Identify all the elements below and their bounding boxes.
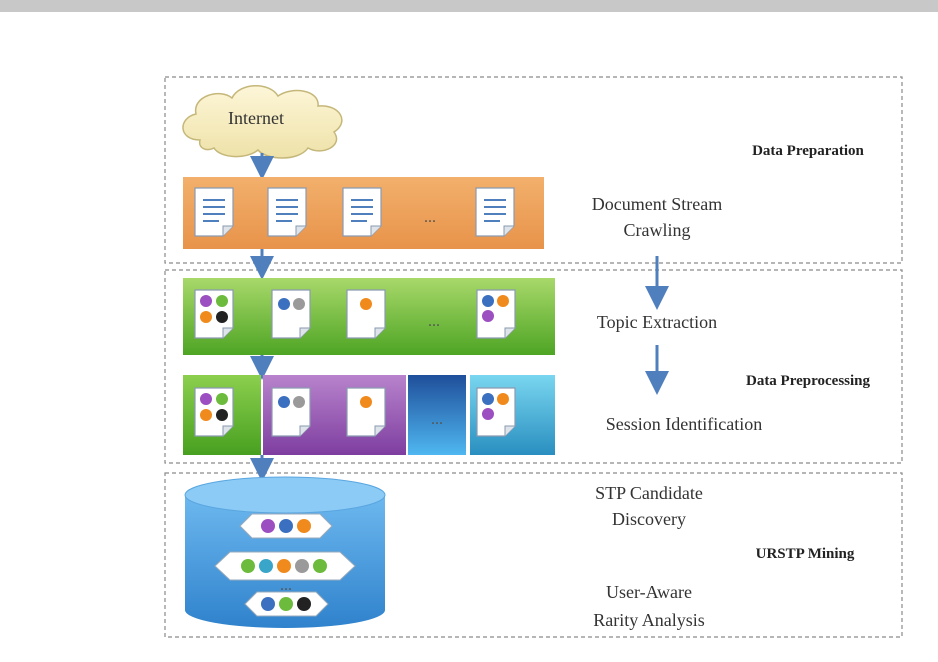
topic-document-icon (476, 289, 516, 339)
urstp-mining-label: URSTP Mining (756, 546, 855, 562)
topic-document-icon (346, 289, 386, 339)
stp-label-line2: Discovery (612, 509, 686, 529)
pattern-capsule (214, 551, 356, 581)
data-preparation-label: Data Preparation (752, 143, 864, 159)
internet-label: Internet (228, 108, 284, 128)
topic-document-icon (271, 289, 311, 339)
topic-ellipsis: ... (428, 313, 440, 330)
crawl-document-icon (267, 187, 307, 237)
crawl-document-icon (475, 187, 515, 237)
stp-label-line1: STP Candidate (595, 483, 703, 503)
rarity-label-line2: Rarity Analysis (593, 610, 705, 630)
topic-label: Topic Extraction (597, 312, 717, 332)
crawl-label-line1: Document Stream (592, 194, 722, 214)
data-preparation-box (164, 76, 903, 264)
rarity-label-line1: User-Aware (606, 582, 692, 602)
pattern-capsule (244, 591, 329, 617)
session-document-icon (194, 387, 234, 437)
session-ellipsis: ... (431, 411, 443, 428)
crawl-document-icon (342, 187, 382, 237)
data-preprocessing-box (164, 269, 903, 464)
urstp-mining-box (164, 472, 903, 638)
crawl-document-icon (194, 187, 234, 237)
pattern-ellipsis: ... (280, 577, 292, 594)
session-segment-blue (408, 375, 466, 455)
session-label: Session Identification (606, 414, 762, 434)
session-document-icon (271, 387, 311, 437)
data-preprocessing-label: Data Preprocessing (746, 373, 871, 389)
topic-document-icon (194, 289, 234, 339)
crawl-ellipsis: ... (424, 209, 436, 226)
top-rule (0, 0, 938, 12)
crawl-label-line2: Crawling (624, 220, 691, 240)
session-document-icon (346, 387, 386, 437)
session-document-icon (476, 387, 516, 437)
internet-cloud-icon (182, 85, 343, 159)
pattern-capsule (239, 513, 333, 539)
